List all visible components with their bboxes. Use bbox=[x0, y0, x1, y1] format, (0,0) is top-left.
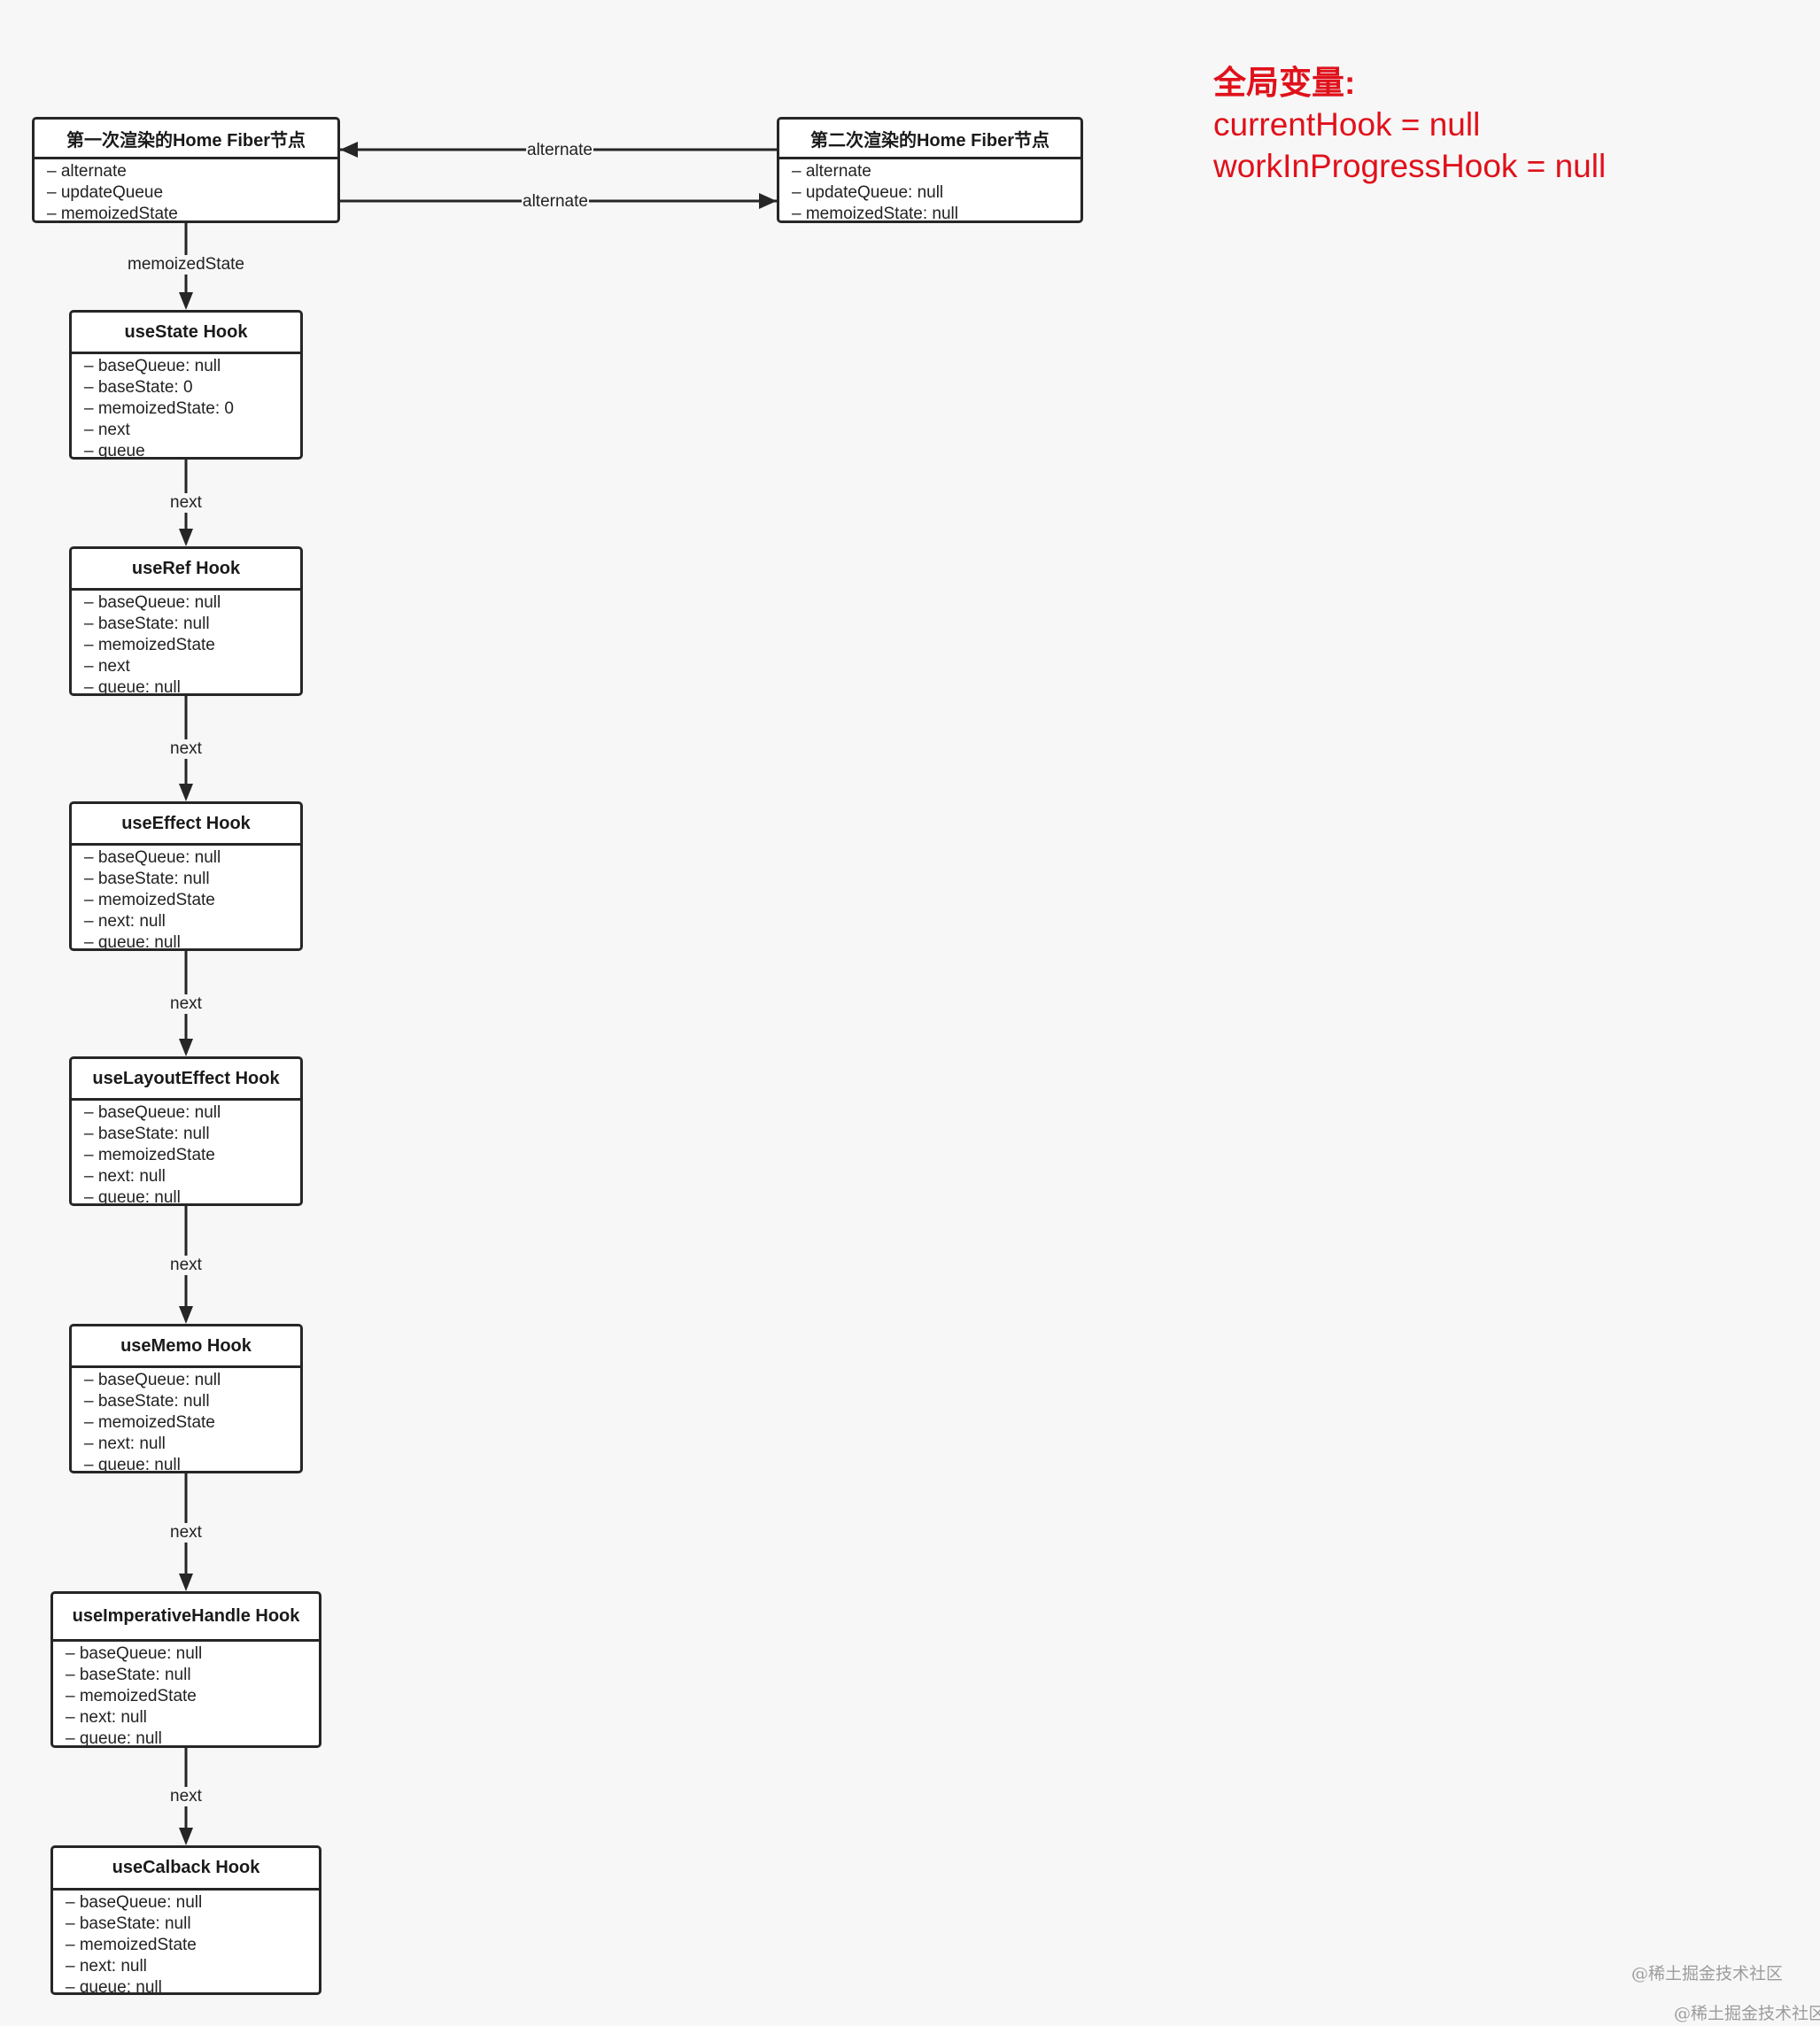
next-label: next bbox=[169, 1256, 203, 1275]
hook-attribute: queue: null bbox=[66, 1728, 319, 1745]
first-fiber-attribute: alternate bbox=[47, 161, 337, 182]
hook-attributes: baseQueue: nullbaseState: nullmemoizedSt… bbox=[53, 1891, 319, 1992]
hook-attribute: baseQueue: null bbox=[84, 356, 300, 377]
usecalback-hook-node: useCalback HookbaseQueue: nullbaseState:… bbox=[50, 1845, 321, 1995]
hook-attributes: baseQueue: nullbaseState: nullmemoizedSt… bbox=[72, 1101, 300, 1203]
hook-attribute: memoizedState bbox=[84, 1412, 300, 1434]
hook-attribute: baseState: null bbox=[66, 1914, 319, 1935]
alternate-arrowhead-right bbox=[759, 193, 777, 209]
memoized-state-arrow-head bbox=[179, 292, 193, 310]
hook-title: useEffect Hook bbox=[72, 804, 300, 846]
hook-attribute: baseQueue: null bbox=[66, 1643, 319, 1665]
next-label: next bbox=[169, 493, 203, 513]
hook-title: useCalback Hook bbox=[53, 1848, 319, 1891]
useeffect-hook-node: useEffect HookbaseQueue: nullbaseState: … bbox=[69, 801, 303, 951]
hook-attribute: baseQueue: null bbox=[66, 1892, 319, 1914]
next-label: next bbox=[169, 1787, 203, 1806]
hook-attributes: baseQueue: nullbaseState: nullmemoizedSt… bbox=[72, 846, 300, 948]
next-arrow-head bbox=[179, 1574, 193, 1591]
hook-attribute: queue bbox=[84, 441, 300, 457]
first-fiber-attributes: alternateupdateQueuememoizedState bbox=[35, 159, 337, 220]
second-fiber-attribute: alternate bbox=[792, 161, 1080, 182]
global-variables: 全局变量: currentHook = null workInProgressH… bbox=[1213, 62, 1606, 187]
hook-attribute: baseQueue: null bbox=[84, 1102, 300, 1124]
next-arrow-head bbox=[179, 784, 193, 801]
hook-attribute: baseState: 0 bbox=[84, 377, 300, 398]
hook-attribute: next: null bbox=[84, 911, 300, 932]
hook-attribute: memoizedState bbox=[66, 1935, 319, 1956]
alternate-arrowhead-left bbox=[340, 142, 358, 158]
hook-attribute: queue: null bbox=[66, 1977, 319, 1992]
hook-attribute: memoizedState bbox=[84, 1145, 300, 1166]
second-fiber-attribute: memoizedState: null bbox=[792, 204, 1080, 220]
hook-title: useLayoutEffect Hook bbox=[72, 1059, 300, 1101]
next-arrow-head bbox=[179, 1828, 193, 1845]
second-fiber-attribute: updateQueue: null bbox=[792, 182, 1080, 204]
next-label: next bbox=[169, 994, 203, 1014]
hook-attribute: queue: null bbox=[84, 1455, 300, 1471]
hook-attribute: memoizedState: 0 bbox=[84, 398, 300, 420]
alternate-label-top: alternate bbox=[526, 141, 593, 160]
hook-attribute: baseQueue: null bbox=[84, 847, 300, 869]
memoized-state-label: memoizedState bbox=[126, 255, 246, 275]
next-arrow-head bbox=[179, 1306, 193, 1324]
next-label: next bbox=[169, 1523, 203, 1543]
next-arrow-head bbox=[179, 529, 193, 546]
hook-attribute: baseQueue: null bbox=[84, 592, 300, 614]
watermark: @稀土掘金技术社区 bbox=[1631, 1964, 1784, 1983]
hook-title: useMemo Hook bbox=[72, 1326, 300, 1368]
hook-attribute: baseState: null bbox=[84, 614, 300, 635]
hook-attribute: queue: null bbox=[84, 1187, 300, 1203]
hook-attributes: baseQueue: nullbaseState: nullmemoizedSt… bbox=[72, 1368, 300, 1471]
hook-attribute: baseState: null bbox=[66, 1665, 319, 1686]
hook-attribute: next: null bbox=[66, 1707, 319, 1728]
first-fiber-title: 第一次渲染的Home Fiber节点 bbox=[35, 120, 337, 159]
hook-attribute: memoizedState bbox=[84, 635, 300, 656]
uselayouteffect-hook-node: useLayoutEffect HookbaseQueue: nullbaseS… bbox=[69, 1056, 303, 1206]
hook-attribute: baseState: null bbox=[84, 869, 300, 890]
hook-attribute: queue: null bbox=[84, 932, 300, 948]
hook-attribute: queue: null bbox=[84, 677, 300, 693]
hook-attributes: baseQueue: nullbaseState: 0memoizedState… bbox=[72, 354, 300, 457]
watermark-bottom: @稀土掘金技术社区 bbox=[1674, 2004, 1820, 2023]
hook-attribute: next: null bbox=[84, 1434, 300, 1455]
useref-hook-node: useRef HookbaseQueue: nullbaseState: nul… bbox=[69, 546, 303, 696]
hook-attribute: next: null bbox=[66, 1956, 319, 1977]
usememo-hook-node: useMemo HookbaseQueue: nullbaseState: nu… bbox=[69, 1324, 303, 1473]
hook-title: useImperativeHandle Hook bbox=[53, 1594, 319, 1642]
hook-attribute: memoizedState bbox=[84, 890, 300, 911]
hook-attributes: baseQueue: nullbaseState: nullmemoizedSt… bbox=[72, 591, 300, 693]
global-variables-title: 全局变量: bbox=[1213, 65, 1356, 101]
hook-title: useRef Hook bbox=[72, 549, 300, 591]
second-fiber-attributes: alternateupdateQueue: nullmemoizedState:… bbox=[779, 159, 1080, 220]
next-label: next bbox=[169, 739, 203, 759]
second-fiber-title: 第二次渲染的Home Fiber节点 bbox=[779, 120, 1080, 159]
hook-attribute: next bbox=[84, 420, 300, 441]
work-in-progress-hook-line: workInProgressHook = null bbox=[1213, 148, 1607, 184]
hook-attribute: baseState: null bbox=[84, 1391, 300, 1412]
current-hook-line: currentHook = null bbox=[1213, 106, 1481, 143]
usestate-hook-node: useState HookbaseQueue: nullbaseState: 0… bbox=[69, 310, 303, 460]
second-render-fiber-node: 第二次渲染的Home Fiber节点 alternateupdateQueue:… bbox=[777, 117, 1083, 223]
hook-title: useState Hook bbox=[72, 313, 300, 354]
next-arrow-head bbox=[179, 1039, 193, 1056]
first-fiber-attribute: updateQueue bbox=[47, 182, 337, 204]
first-render-fiber-node: 第一次渲染的Home Fiber节点 alternateupdateQueuem… bbox=[32, 117, 340, 223]
first-fiber-attribute: memoizedState bbox=[47, 204, 337, 220]
hook-attribute: memoizedState bbox=[66, 1686, 319, 1707]
alternate-label-bottom: alternate bbox=[522, 192, 589, 212]
hook-attribute: baseState: null bbox=[84, 1124, 300, 1145]
useimperativehandle-hook-node: useImperativeHandle HookbaseQueue: nullb… bbox=[50, 1591, 321, 1748]
hook-attribute: next bbox=[84, 656, 300, 677]
hook-attribute: next: null bbox=[84, 1166, 300, 1187]
hook-attribute: baseQueue: null bbox=[84, 1370, 300, 1391]
hook-attributes: baseQueue: nullbaseState: nullmemoizedSt… bbox=[53, 1642, 319, 1745]
